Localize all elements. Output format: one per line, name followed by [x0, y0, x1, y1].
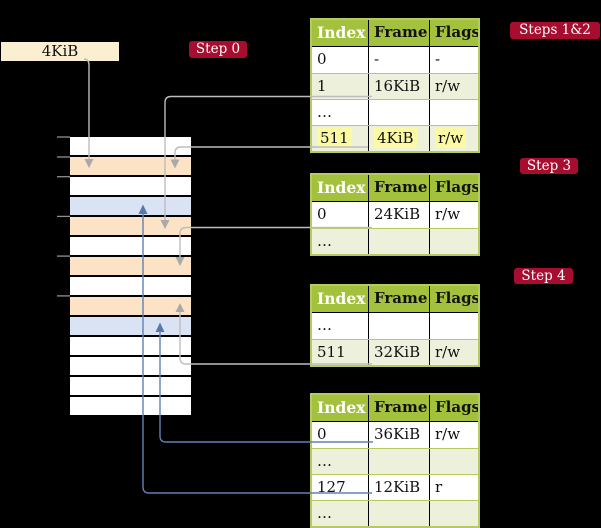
cell-frame: 32KiB [368, 340, 429, 365]
cell-index: … [317, 316, 332, 334]
table-row: 1 16KiB r/w [312, 73, 478, 99]
cell-index: 0 [317, 425, 327, 443]
column-header-index: Index [317, 289, 366, 308]
table-row: … [312, 500, 478, 526]
label-step-3: Step 3 [520, 158, 578, 174]
cell-index: 511 [312, 126, 368, 151]
column-header-flags: Flags [429, 175, 478, 201]
memory-frame [70, 337, 191, 357]
cell-flags: r/w [429, 340, 478, 365]
cell-index: … [317, 452, 332, 470]
label-steps-1-2: Steps 1&2 [510, 22, 600, 39]
table-row: … [312, 448, 478, 474]
cell-frame [368, 501, 429, 526]
cell-frame [368, 229, 429, 254]
cell-index: 511 [317, 343, 346, 361]
cell-flags: r/w [429, 126, 478, 151]
cell-frame: - [368, 47, 429, 73]
table-header-row: Index Frame Flags [312, 175, 478, 202]
memory-tick-marks [57, 136, 70, 297]
table-row: 127 12KiB r [312, 474, 478, 500]
page-table-step-3: Index Frame Flags 0 24KiB r/w … [310, 173, 480, 256]
memory-frame [70, 137, 191, 157]
cell-frame: 36KiB [368, 422, 429, 448]
cell-index: … [317, 103, 332, 121]
memory-frame [70, 377, 191, 397]
cell-index: … [317, 232, 332, 250]
memory-frame [70, 197, 191, 217]
cell-index: 127 [317, 478, 346, 496]
cell-index: 0 [317, 205, 327, 223]
memory-frame [70, 277, 191, 297]
table-header-row: Index Frame Flags [312, 20, 478, 47]
memory-frame [70, 237, 191, 257]
table-row-highlighted: 511 4KiB r/w [312, 125, 478, 151]
cr3-frame-box: 4KiB [1, 42, 119, 61]
table-row: 0 36KiB r/w [312, 422, 478, 448]
cell-flags [429, 449, 478, 474]
table-row: … [312, 313, 478, 339]
memory-frame [70, 217, 191, 237]
column-header-flags: Flags [429, 20, 478, 46]
cell-flags [429, 100, 478, 125]
cell-frame: 24KiB [368, 202, 429, 228]
label-step-4: Step 4 [514, 268, 573, 284]
cell-flags: r [429, 475, 478, 500]
cell-flags [429, 313, 478, 339]
cell-index: … [317, 504, 332, 522]
memory-frame [70, 297, 191, 317]
memory-frame [70, 357, 191, 377]
table-row: 0 24KiB r/w [312, 202, 478, 228]
cell-flags: r/w [429, 202, 478, 228]
cell-flags: - [429, 47, 478, 73]
table-row: 511 32KiB r/w [312, 339, 478, 365]
column-header-frame: Frame [368, 175, 429, 201]
table-header-row: Index Frame Flags [312, 395, 478, 422]
page-table-step-4: Index Frame Flags … 511 32KiB r/w [310, 284, 480, 367]
column-header-index: Index [317, 178, 366, 197]
cell-index: 1 [317, 77, 327, 95]
column-header-frame: Frame [368, 20, 429, 46]
memory-frame [70, 257, 191, 277]
cell-flags [429, 501, 478, 526]
memory-frame [70, 317, 191, 337]
table-row: … [312, 99, 478, 125]
cell-flags [429, 229, 478, 254]
cell-frame [368, 313, 429, 339]
memory-frame [70, 157, 191, 177]
cell-flags: r/w [429, 422, 478, 448]
cell-frame [368, 449, 429, 474]
physical-memory-column [70, 137, 191, 415]
memory-frame [70, 177, 191, 197]
column-header-flags: Flags [429, 395, 478, 421]
column-header-index: Index [317, 398, 366, 417]
column-header-flags: Flags [429, 286, 478, 312]
cell-flags: r/w [429, 74, 478, 99]
table-row: … [312, 228, 478, 254]
column-header-frame: Frame [368, 286, 429, 312]
column-header-index: Index [317, 23, 366, 42]
memory-frame [70, 397, 191, 415]
table-row: 0 - - [312, 47, 478, 73]
page-table-steps-1-2: Index Frame Flags 0 - - 1 16KiB r/w … 51… [310, 18, 480, 153]
page-table-level-1: Index Frame Flags 0 36KiB r/w … 127 12Ki… [310, 393, 480, 528]
cell-frame: 12KiB [368, 475, 429, 500]
cell-frame [368, 100, 429, 125]
cell-frame: 16KiB [368, 74, 429, 99]
column-header-frame: Frame [368, 395, 429, 421]
table-header-row: Index Frame Flags [312, 286, 478, 313]
cell-index: 0 [317, 50, 327, 68]
cell-frame: 4KiB [368, 126, 429, 151]
label-step-0: Step 0 [189, 41, 247, 58]
